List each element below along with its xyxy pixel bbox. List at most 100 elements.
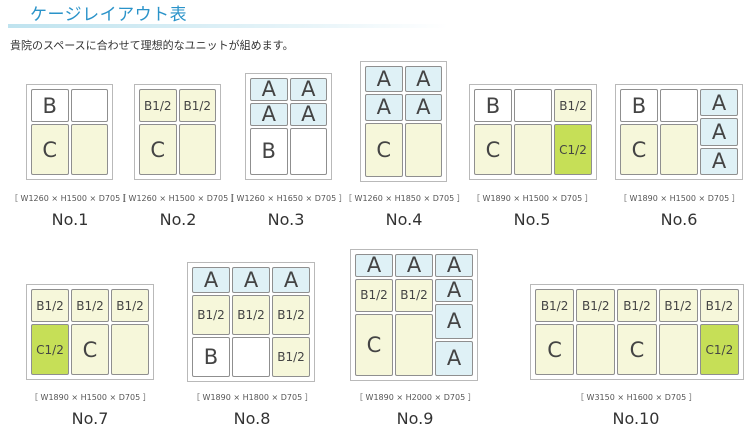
cage-unit: C	[617, 324, 657, 375]
cage-unit	[514, 89, 552, 123]
cage-unit	[514, 124, 552, 175]
cage-unit: A	[192, 267, 230, 293]
layout-dimensions: ［ W1890 × H1500 × D705 ］	[472, 194, 593, 203]
page-title: ケージレイアウト表	[30, 5, 188, 25]
cage-unit	[70, 89, 108, 123]
layout-dimensions: ［ W1890 × H1500 × D705 ］	[30, 393, 151, 402]
cage-unit: B1/2	[355, 278, 393, 312]
cage-unit	[289, 127, 327, 175]
layout-dimensions: ［ W1260 × H1500 × D705 ］	[118, 194, 239, 203]
cage-unit: B1/2	[554, 89, 592, 123]
cage-unit: C1/2	[31, 324, 69, 375]
cage-unit: A	[289, 77, 327, 101]
cage-unit: B	[620, 89, 658, 123]
layout-number: No.1	[51, 210, 89, 229]
cage-unit: A	[404, 94, 442, 121]
cage-unit: A	[435, 303, 473, 339]
layout-number: No.10	[612, 409, 660, 428]
layout-number: No.6	[660, 210, 698, 229]
cage-unit: A	[272, 267, 310, 293]
layout-dimensions: ［ W1260 × H1850 × D705 ］	[344, 194, 465, 203]
cage-unit	[178, 124, 216, 175]
layout-number: No.8	[233, 409, 271, 428]
cage-unit: C	[31, 124, 69, 175]
cage-unit	[658, 324, 698, 375]
cage-unit: B1/2	[272, 295, 310, 335]
cage-unit: A	[404, 66, 442, 93]
cage-unit: B1/2	[272, 337, 310, 377]
cage-unit: B1/2	[576, 289, 616, 323]
cage-unit: A	[289, 102, 327, 126]
cage-unit: A	[435, 278, 473, 302]
cage-unit: A	[435, 340, 473, 376]
cage-unit: A	[395, 253, 433, 277]
layout-dimensions: ［ W1260 × H1500 × D705 ］	[10, 194, 131, 203]
cage-unit: C	[365, 122, 403, 177]
cage-unit: B	[474, 89, 512, 123]
layout-number: No.4	[385, 210, 423, 229]
layout-number: No.5	[513, 210, 551, 229]
page-subtitle: 貴院のスペースに合わせて理想的なユニットが組めます。	[10, 39, 294, 52]
cage-unit: B1/2	[111, 289, 149, 323]
layout-number: No.3	[267, 210, 305, 229]
cage-unit	[70, 124, 108, 175]
cage-unit	[395, 313, 433, 376]
layout-dimensions: ［ W1890 × H1500 × D705 ］	[619, 194, 740, 203]
cage-unit	[576, 324, 616, 375]
cage-unit: A	[365, 94, 403, 121]
cage-unit: B	[250, 127, 288, 175]
cage-unit	[111, 324, 149, 375]
cage-unit: B1/2	[192, 295, 230, 335]
cage-unit: C	[355, 313, 393, 376]
cage-unit: B1/2	[71, 289, 109, 323]
cage-unit	[404, 122, 442, 177]
cage-unit: B1/2	[232, 295, 270, 335]
cage-unit: C	[139, 124, 177, 175]
cage-unit: B1/2	[395, 278, 433, 312]
cage-unit: A	[700, 147, 738, 175]
cage-unit: C	[620, 124, 658, 175]
cage-unit: B1/2	[658, 289, 698, 323]
cage-unit: B	[31, 89, 69, 123]
cage-unit: A	[355, 253, 393, 277]
cage-unit: C1/2	[554, 124, 592, 175]
cage-unit: A	[700, 118, 738, 146]
cage-unit: B1/2	[617, 289, 657, 323]
cage-unit: A	[232, 267, 270, 293]
title-underline	[8, 24, 448, 28]
cage-unit: C	[535, 324, 575, 375]
cage-unit: C	[474, 124, 512, 175]
layout-dimensions: ［ W1890 × H1800 × D705 ］	[192, 393, 313, 402]
layout-dimensions: ［ W3150 × H1600 × D705 ］	[576, 393, 697, 402]
cage-unit: C1/2	[699, 324, 739, 375]
cage-unit: A	[365, 66, 403, 93]
cage-unit: B	[192, 337, 230, 377]
cage-unit: B1/2	[31, 289, 69, 323]
cage-unit: C	[71, 324, 109, 375]
cage-unit: B1/2	[699, 289, 739, 323]
layout-number: No.7	[71, 409, 109, 428]
cage-unit: A	[700, 89, 738, 117]
cage-unit: B1/2	[535, 289, 575, 323]
layout-number: No.2	[159, 210, 197, 229]
cage-unit: B1/2	[178, 89, 216, 123]
layout-dimensions: ［ W1260 × H1650 × D705 ］	[226, 194, 347, 203]
cage-unit: A	[435, 253, 473, 277]
cage-unit: B1/2	[139, 89, 177, 123]
cage-unit: A	[250, 77, 288, 101]
layout-dimensions: ［ W1890 × H2000 × D705 ］	[355, 393, 476, 402]
cage-unit	[660, 124, 698, 175]
cage-unit	[232, 337, 270, 377]
cage-unit: A	[250, 102, 288, 126]
layout-number: No.9	[396, 409, 434, 428]
